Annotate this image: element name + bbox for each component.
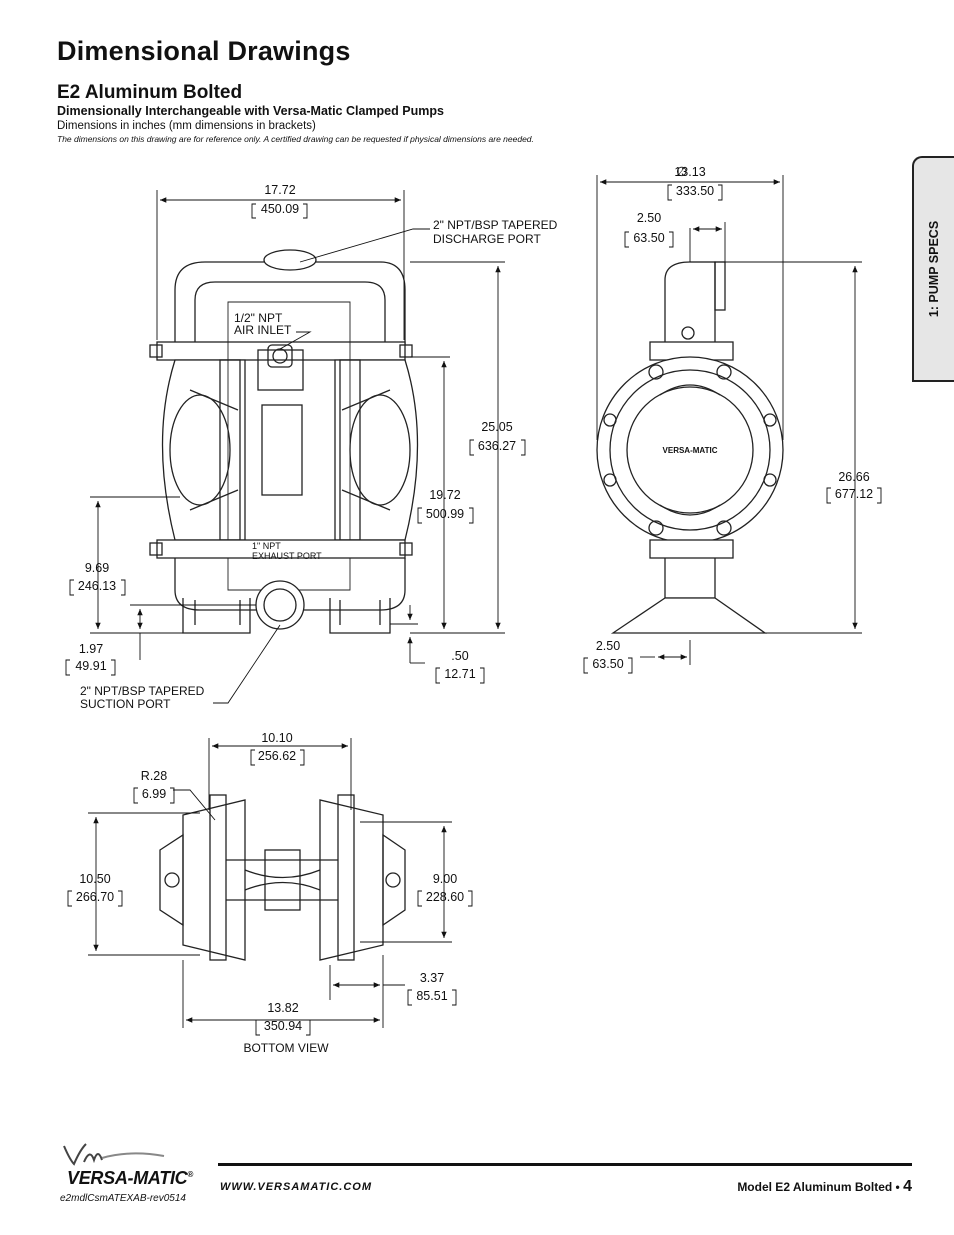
dim-side-height-mm: 677.12 [835,487,873,501]
dim-overall-height-in: 25.05 [481,420,512,434]
discharge-port-label-1: 2" NPT/BSP TAPERED [433,218,558,232]
suction-port-label-2: SUCTION PORT [80,697,171,711]
dim-foot-in: .50 [451,649,468,663]
dim-suction-height-in: 9.69 [85,561,109,575]
bottom-view-labels: 10.10 256.62 R.28 6.99 10.50 266.70 9.00… [76,731,464,1055]
section-subtitle: Dimensionally Interchangeable with Versa… [57,104,444,118]
dim-radius-in: R.28 [141,769,167,783]
dim-top-offset-in: 2.50 [637,211,661,225]
section-tab[interactable]: 1: PUMP SPECS [912,156,954,382]
footer-model: Model E2 Aluminum Bolted • 4 [737,1178,912,1196]
dim-base-height-mm: 49.91 [75,659,106,673]
website-link[interactable]: WWW.VERSAMATIC.COM [220,1181,373,1193]
dim-foot-mm: 12.71 [444,667,475,681]
document-code: e2mdlCsmATEXAB-rev0514 [60,1193,186,1204]
dim-hole-spacing-mm: 228.60 [426,890,464,904]
diameter-icon: ∅ [676,165,687,180]
dim-suction-height-mm: 246.13 [78,579,116,593]
dim-bottom-offset-mm: 63.50 [592,657,623,671]
dim-overall-height-mm: 636.27 [478,439,516,453]
page-number: 4 [903,1178,912,1195]
dim-depth-in: 10.50 [79,872,110,886]
footer-brand: VERSA-MATIC® [67,1168,193,1189]
air-inlet-label-1: 1/2" NPT [234,311,283,325]
bottom-view-dimensions [88,738,452,1028]
dim-air-height-mm: 500.99 [426,507,464,521]
side-view-drawing [596,261,784,634]
dim-offset-in: 3.37 [420,971,444,985]
dim-diameter-mm: 333.50 [676,184,714,198]
bottom-view-drawing [159,794,406,961]
side-view-dimensions [596,175,862,665]
dim-base-height-in: 1.97 [79,642,103,656]
mm-brackets [65,184,882,1036]
bottom-view-caption: BOTTOM VIEW [243,1041,329,1055]
side-view-labels: 13.13 ∅ 333.50 2.50 63.50 26.66 677.12 2… [592,165,873,671]
vm-logo-icon [63,1143,165,1166]
dim-top-offset-mm: 63.50 [633,231,664,245]
model-name: Model E2 Aluminum Bolted • [737,1180,900,1194]
discharge-port-label-2: DISCHARGE PORT [433,232,541,246]
dim-hole-spacing-in: 9.00 [433,872,457,886]
page-title: Dimensional Drawings [57,36,351,66]
dim-air-height-in: 19.72 [429,488,460,502]
front-view-labels: 17.72 450.09 2" NPT/BSP TAPERED DISCHARG… [75,183,557,711]
front-view-drawing [149,249,419,634]
air-inlet-label-2: AIR INLET [234,323,292,337]
suction-port-label-1: 2" NPT/BSP TAPERED [80,684,205,698]
dim-width-mm: 450.09 [261,202,299,216]
side-view-logo: VERSA-MATIC [663,446,718,455]
units-note: Dimensions in inches (mm dimensions in b… [57,120,316,132]
dim-overall-width-mm: 350.94 [264,1019,302,1033]
dim-inner-width-in: 10.10 [261,731,292,745]
dim-radius-mm: 6.99 [142,787,166,801]
dim-bottom-offset-in: 2.50 [596,639,620,653]
section-title: E2 Aluminum Bolted [57,82,243,103]
dim-depth-mm: 266.70 [76,890,114,904]
disclaimer-note: The dimensions on this drawing are for r… [57,134,534,144]
exhaust-port-label-1: 1" NPT [252,541,281,551]
dim-inner-width-mm: 256.62 [258,749,296,763]
dim-side-height-in: 26.66 [838,470,869,484]
front-view-dimensions [90,190,505,704]
dim-overall-width-in: 13.82 [267,1001,298,1015]
footer-divider [218,1163,912,1166]
exhaust-port-label-2: EXHAUST PORT [252,551,322,561]
dim-diameter-in: 13.13 [674,165,705,179]
brand-name: VERSA-MATIC [67,1168,188,1188]
dim-width-in: 17.72 [264,183,295,197]
dim-offset-mm: 85.51 [416,989,447,1003]
registered-mark: ® [187,1170,193,1179]
